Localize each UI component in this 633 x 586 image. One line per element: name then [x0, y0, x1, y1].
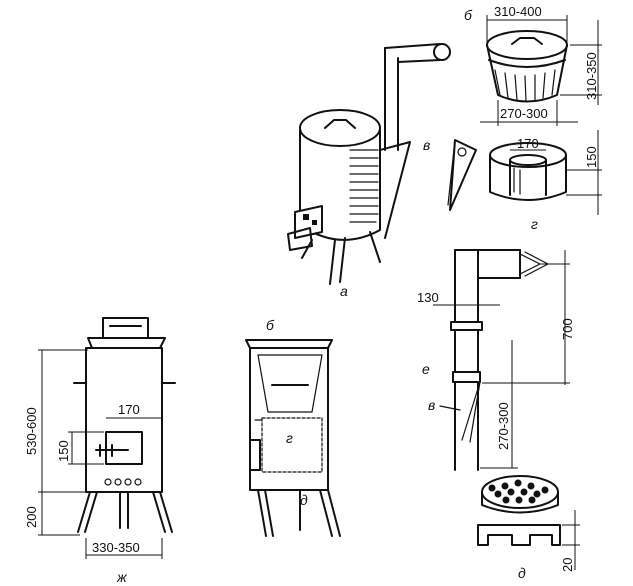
ring-view: 170 150 г — [489, 130, 602, 232]
label-g-top: г — [531, 216, 538, 232]
dim-grate-height: 20 — [560, 558, 575, 572]
dim-pot-top-width: 310-400 — [494, 4, 542, 19]
dim-ring-inner: 170 — [517, 136, 539, 151]
stove-isometric-view: а — [287, 43, 451, 299]
dim-stove-width: 330-350 — [92, 540, 140, 555]
label-g-front: г — [286, 430, 293, 446]
dim-pipe-diameter: 130 — [417, 290, 439, 305]
dim-pipe-height: 700 — [560, 318, 575, 340]
grate-view: 20 д — [477, 475, 580, 581]
front-view: 530-600 150 170 200 330-350 ж — [24, 317, 176, 585]
label-b-front: б — [266, 317, 275, 333]
label-d-grate: д — [518, 565, 526, 581]
chimney-view: в 130 700 270-300 е — [417, 249, 575, 471]
label-d-front: д — [300, 492, 308, 508]
label-v-mid: в — [428, 397, 435, 413]
label-b-top: б — [464, 7, 473, 23]
dim-pot-height: 310-350 — [584, 52, 599, 100]
dim-ring-height: 150 — [584, 146, 599, 168]
dim-pot-bottom-width: 270-300 — [500, 106, 548, 121]
section-view: б г д — [245, 317, 341, 537]
cone-part-view: в — [423, 137, 477, 211]
label-a: а — [340, 283, 348, 299]
dim-door-width: 170 — [118, 402, 140, 417]
label-v-top: в — [423, 137, 430, 153]
dim-leg-height: 200 — [24, 506, 39, 528]
dim-door-height: 150 — [56, 440, 71, 462]
dim-stove-height: 530-600 — [24, 407, 39, 455]
label-e: е — [422, 361, 430, 377]
label-zh: ж — [116, 569, 128, 585]
pot-view: б 310-400 310-350 270-300 — [464, 4, 602, 126]
dim-pipe-lower: 270-300 — [496, 402, 511, 450]
